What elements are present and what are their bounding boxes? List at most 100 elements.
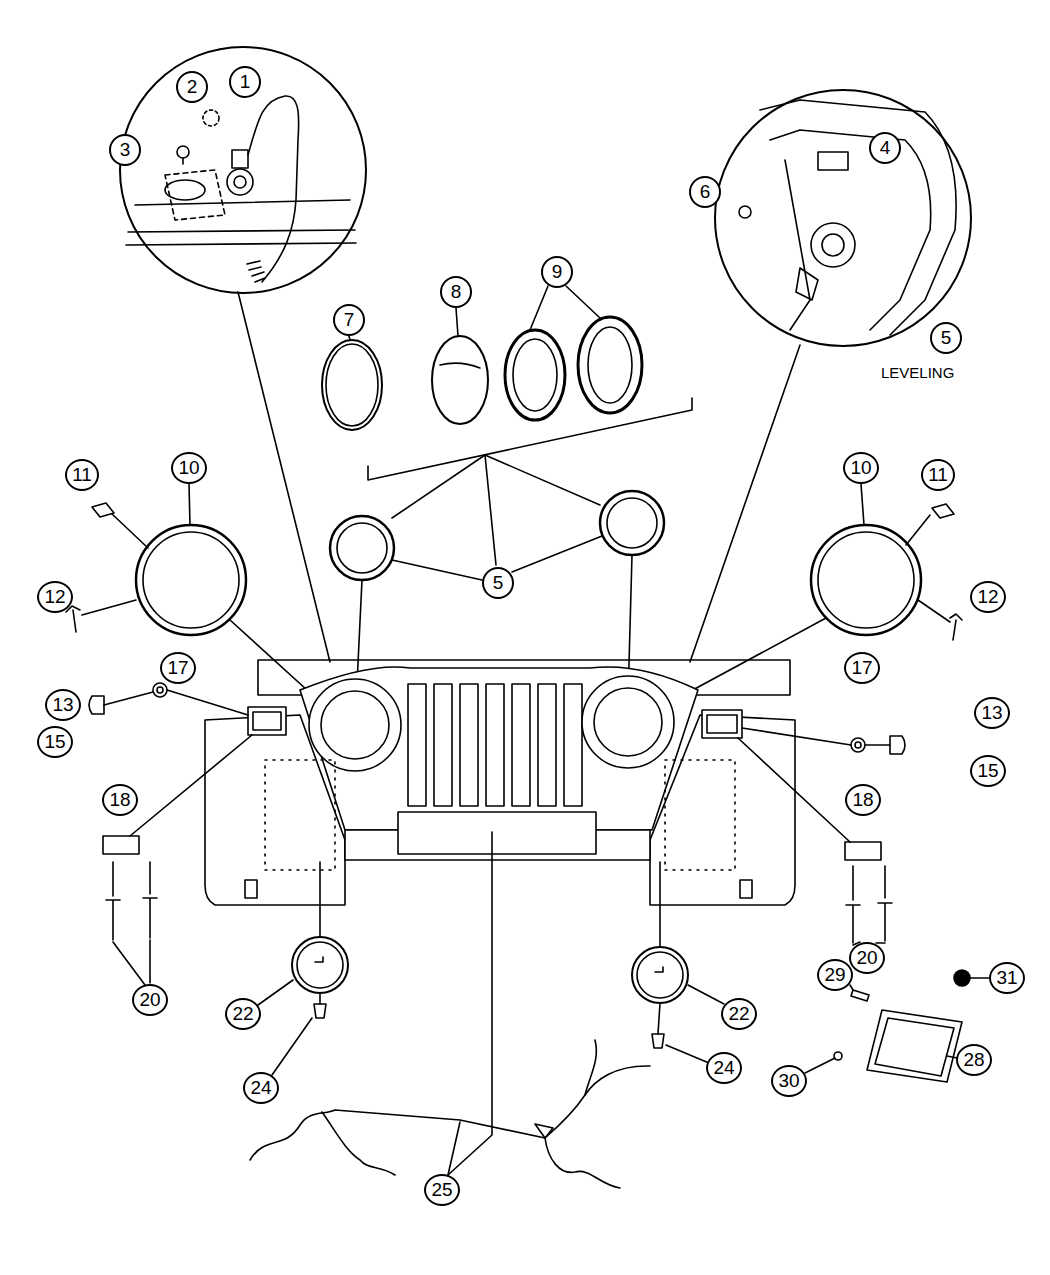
fog-lamps: [258, 862, 724, 1075]
right-detail-inset-part: [811, 223, 855, 267]
callout-number: 28: [956, 1044, 992, 1076]
callout-number: 31: [989, 962, 1025, 994]
wiring-harness-part: [448, 1122, 460, 1175]
front-end-panel-part: [300, 667, 698, 830]
parking-lamp-parts-part: [113, 942, 145, 985]
parking-lamp-parts-part: [149, 862, 151, 894]
headlamp-retaining-ring-part: [82, 600, 136, 615]
front-end-panel-part: [665, 760, 735, 870]
headlamp-components-part: [485, 455, 496, 565]
callout-number: 11: [65, 459, 99, 491]
side-marker-parts-part: [167, 690, 248, 715]
license-plate-bracket-part: [954, 970, 970, 986]
callout-number: 24: [706, 1052, 742, 1084]
headlamp-retaining-ring-part: [143, 532, 239, 628]
callout-number: 12: [970, 581, 1006, 613]
right-detail-inset-part: [760, 100, 956, 335]
right-detail-inset: [690, 90, 971, 662]
side-marker-parts-part: [89, 696, 104, 714]
front-end-panel-part: [582, 676, 674, 768]
headlamp-components-part: [392, 455, 485, 518]
left-detail-inset-part: [203, 110, 219, 126]
front-end-panel-part: [460, 684, 478, 806]
headlamp-retaining-ring-part: [861, 484, 864, 525]
left-detail-inset-part: [247, 261, 265, 282]
headlamp-components-part: [349, 336, 350, 340]
parking-lamp-parts-part: [103, 836, 139, 854]
fog-lamps-part: [292, 937, 348, 993]
headlamp-components-part: [578, 317, 642, 413]
fog-lamps-part: [659, 862, 661, 947]
front-end-panel-part: [408, 684, 426, 806]
headlamp-retaining-ring-part: [112, 514, 148, 548]
callout-number: 22: [721, 998, 757, 1030]
fog-lamps-part: [315, 957, 323, 962]
fog-lamps-part: [666, 1045, 709, 1063]
left-detail-inset-part: [120, 47, 366, 293]
headlamp-components-part: [513, 339, 557, 411]
headlamp-components-part: [440, 363, 480, 368]
front-end-panel-part: [538, 684, 556, 806]
fog-lamps-part: [297, 942, 343, 988]
license-plate-bracket-part: [805, 1058, 835, 1073]
headlamp-components-part: [326, 344, 378, 426]
side-marker-parts-part: [104, 692, 153, 705]
callout-number: 6: [689, 176, 721, 208]
fog-lamps-part: [655, 967, 663, 972]
callout-number: 13: [974, 697, 1010, 729]
front-end-panel-part: [486, 684, 504, 806]
parking-lamp-parts-part: [130, 735, 252, 836]
license-plate-bracket-part: [834, 1052, 842, 1060]
headlamp-retaining-ring-part: [950, 614, 962, 640]
fog-lamps-part: [272, 1018, 312, 1075]
left-detail-inset-part: [227, 169, 253, 195]
left-detail-inset-part: [232, 150, 248, 168]
left-detail-inset-part: [234, 176, 246, 188]
wiring-harness-part: [545, 1138, 620, 1188]
right-detail-inset-part: [739, 206, 751, 218]
side-marker-parts-part: [153, 683, 167, 697]
front-end-panel-part: [253, 712, 281, 730]
callout-number: 18: [102, 784, 138, 816]
parking-lamp-parts-part: [846, 903, 892, 943]
right-detail-inset-part: [796, 268, 818, 300]
front-end-panel-part: [265, 760, 335, 870]
left-detail-inset-part: [135, 200, 350, 205]
callout-number: 7: [333, 304, 365, 336]
headlamp-components-part: [485, 455, 600, 505]
callout-number: 1: [229, 66, 261, 98]
callout-number: 12: [37, 581, 73, 613]
headlamp-retaining-ring-part: [189, 484, 190, 525]
side-marker-parts: [89, 683, 905, 754]
front-end-panel-part: [740, 880, 752, 898]
wiring-harness-part: [535, 1124, 553, 1138]
side-marker-parts-part: [157, 687, 163, 693]
callout-number: 3: [109, 134, 141, 166]
parking-lamp-parts-part: [845, 842, 881, 860]
side-marker-parts-part: [865, 744, 890, 746]
fog-lamps-part: [314, 1004, 326, 1018]
side-marker-parts-part: [851, 738, 865, 752]
fog-lamps-part: [632, 947, 688, 1003]
fog-lamps-part: [258, 980, 293, 1005]
callout-number: 10: [843, 452, 879, 484]
license-plate-bracket-part: [875, 1018, 954, 1076]
left-detail-inset-part: [126, 243, 356, 245]
right-detail-inset-part: [770, 130, 931, 330]
right-detail-inset-part: [690, 345, 800, 662]
headlamp-retaining-ring-part: [906, 515, 930, 545]
callout-number: 11: [921, 459, 955, 491]
callout-number: 10: [171, 452, 207, 484]
callout-number: 9: [541, 256, 573, 288]
left-detail-inset-part: [165, 180, 205, 200]
parking-lamp-parts-part: [876, 942, 885, 944]
parking-lamp-parts-part: [106, 898, 157, 940]
front-end-panel-part: [398, 812, 596, 854]
fog-lamps-part: [658, 1003, 660, 1034]
headlamp-components-part: [432, 336, 488, 424]
license-plate-bracket-part: [850, 985, 853, 990]
parking-lamp-parts-part: [884, 866, 886, 898]
headlamp-retaining-ring-part: [811, 525, 921, 635]
